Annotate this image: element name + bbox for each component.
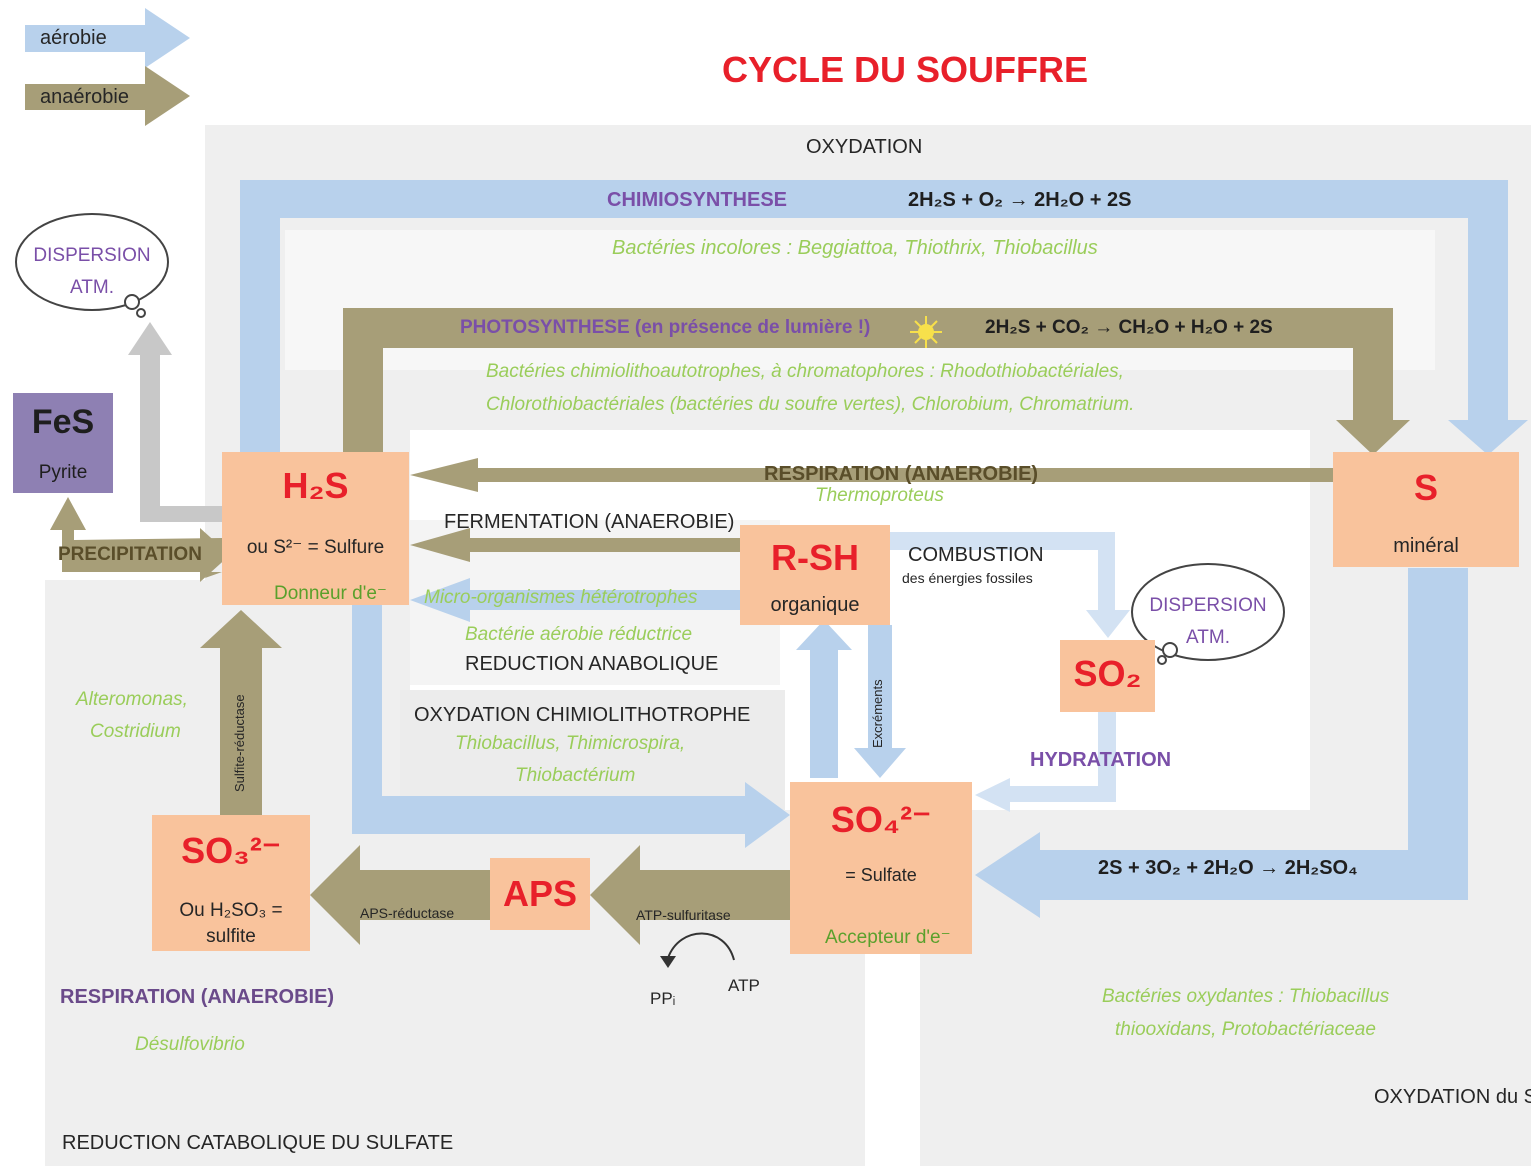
so3-box: SO₃²⁻ Ou H₂SO₃ = sulfite: [152, 815, 310, 951]
fes-sub: Pyrite: [38, 462, 88, 483]
ppi-label: PPᵢ: [650, 989, 676, 1008]
chimiosynthese-equation: 2H₂S + O₂ → 2H₂O + 2S: [908, 189, 1132, 211]
respiration-top-label: RESPIRATION (ANAEROBIE): [764, 463, 1039, 485]
combustion-sub-label: des énergies fossiles: [902, 570, 1033, 586]
costridium-label: Costridium: [90, 721, 181, 742]
sulfite-reductase-label: Sulfite-réductase: [232, 694, 247, 792]
precipitation-arrow: [50, 497, 222, 578]
so2-formula: SO₂: [1073, 653, 1142, 694]
aps-reductase-label: APS-réductase: [360, 905, 455, 921]
photosynthese-equation: 2H₂S + CO₂ → CH₂O + H₂O + 2S: [985, 317, 1273, 338]
aps-formula: APS: [502, 873, 578, 914]
h2s-box: H₂S ou S²⁻ = Sulfure Donneur d'e⁻: [222, 452, 409, 605]
legend-aerobic-label: aérobie: [40, 27, 107, 49]
hydratation-arrow: [975, 712, 1116, 812]
so3-sub1: Ou H₂SO₃ =: [179, 900, 283, 921]
sulfate-equation: 2S + 3O₂ + 2H₂O → 2H₂SO₄: [1098, 857, 1358, 879]
sulfate-to-aps-arrow: [590, 845, 790, 945]
fes-formula: FeS: [31, 403, 95, 441]
bacteries-oxydantes-2: thiooxidans, Protobactériaceae: [1115, 1019, 1376, 1040]
aps-to-sulfite-arrow: [310, 845, 490, 945]
oxydation-chimio-label: OXYDATION CHIMIOLITHOTROPHE: [414, 704, 751, 726]
respiration-anaerobie-arrow: [410, 458, 1333, 492]
bacteries-oxydantes-1: Bactéries oxydantes : Thiobacillus: [1102, 986, 1390, 1007]
sun-icon: [910, 316, 942, 348]
photosynthese-bacteria-2: Chlorothiobactériales (bactéries du souf…: [486, 394, 1135, 415]
hydratation-label: HYDRATATION: [1030, 749, 1172, 771]
aps-box: APS: [490, 858, 590, 930]
micro-organismes-label: Micro-organismes hétérotrophes: [424, 587, 698, 608]
thermoproteus-label: Thermoproteus: [815, 485, 944, 506]
cloud-left: [15, 213, 169, 318]
desulfovibrio-label: Désulfovibrio: [135, 1034, 245, 1055]
rsh-box: R-SH organique: [740, 525, 890, 625]
fermentation-arrow: [410, 528, 740, 562]
alteromonas-label: Alteromonas,: [76, 689, 188, 710]
so3-formula: SO₃²⁻: [181, 830, 281, 871]
excrements-label: Excréments: [870, 679, 885, 748]
chimiosynthese-arrow: [240, 180, 1528, 455]
chimiosynthese-label: CHIMIOSYNTHESE: [607, 189, 788, 211]
dispersion-left-label: DISPERSION ATM.: [33, 245, 151, 298]
respiration-bottom-label: RESPIRATION (ANAEROBIE): [60, 986, 335, 1008]
combustion-label: COMBUSTION: [908, 544, 1044, 566]
oxydation-chimio-arrow: [352, 605, 790, 848]
oxydation-chimio-zone: [400, 690, 785, 810]
precipitation-label: PRECIPITATION: [58, 544, 202, 565]
photosynthese-arrow: [343, 308, 1410, 455]
oxydation-du-s-label: OXYDATION du S: [1374, 1087, 1531, 1107]
so3-sub2: sulfite: [206, 926, 256, 947]
bacterie-aerobie-label: Bactérie aérobie réductrice: [465, 624, 693, 645]
page-title: CYCLE DU SOUFFRE: [722, 49, 1089, 90]
reduction-anabolique-label: REDUCTION ANABOLIQUE: [465, 653, 719, 675]
photosynthese-bacteria-1: Bactéries chimiolithoautotrophes, à chro…: [486, 361, 1124, 382]
h2s-role: Donneur d'e⁻: [274, 583, 387, 604]
so4-role: Accepteur d'e⁻: [825, 927, 951, 948]
rsh-sub: organique: [770, 594, 860, 616]
fermentation-label: FERMENTATION (ANAEROBIE): [444, 511, 735, 533]
sulfate-to-rsh-arrow: [796, 620, 852, 778]
so4-box: SO₄²⁻ = Sulfate Accepteur d'e⁻: [790, 782, 972, 954]
legend-anaerobic-arrow: [25, 66, 190, 126]
legend-aerobic-arrow: [25, 8, 190, 68]
so4-formula: SO₄²⁻: [830, 799, 932, 840]
legend-anaerobic-label: anaérobie: [40, 86, 129, 108]
atp-sulfuritase-label: ATP-sulfuritase: [636, 907, 731, 923]
sulfite-to-h2s-arrow: [200, 610, 282, 818]
micro-organismes-arrow: [410, 578, 740, 622]
s-sub: minéral: [1393, 535, 1459, 557]
oxydation-label: OXYDATION: [806, 136, 923, 158]
combustion-arrow: [890, 532, 1130, 638]
photosynthese-label: PHOTOSYNTHESE (en présence de lumière !): [460, 317, 871, 338]
atp-label: ATP: [728, 976, 760, 995]
dispersion-right-label: DISPERSION ATM.: [1149, 595, 1267, 648]
atp-curve-head: [660, 956, 676, 968]
chimiosynthese-bacteria: Bactéries incolores : Beggiattoa, Thioth…: [612, 237, 1098, 259]
rsh-formula: R-SH: [771, 537, 859, 578]
precipitation-arrow-head: [200, 528, 230, 582]
s-formula: S: [1413, 467, 1438, 508]
reduction-catabolique-label: REDUCTION CATABOLIQUE DU SULFATE: [62, 1132, 454, 1154]
excrements-arrow: [854, 625, 906, 778]
cloud-right: [1131, 563, 1285, 665]
so2-box: SO₂: [1060, 640, 1155, 712]
h2s-dispersion-arrow: [128, 322, 222, 522]
h2s-formula: H₂S: [282, 465, 349, 506]
fes-box: FeS Pyrite: [13, 393, 113, 493]
oxydation-chimio-bacteria-2: Thiobactérium: [515, 765, 636, 786]
s-box: S minéral: [1333, 452, 1519, 567]
oxydation-chimio-bacteria-1: Thiobacillus, Thimicrospira,: [455, 733, 686, 754]
oxydation-s-arrow: [975, 568, 1468, 918]
atp-curve-arrow: [667, 932, 735, 961]
h2s-sub: ou S²⁻ = Sulfure: [246, 537, 385, 558]
so4-sub: = Sulfate: [845, 865, 917, 885]
